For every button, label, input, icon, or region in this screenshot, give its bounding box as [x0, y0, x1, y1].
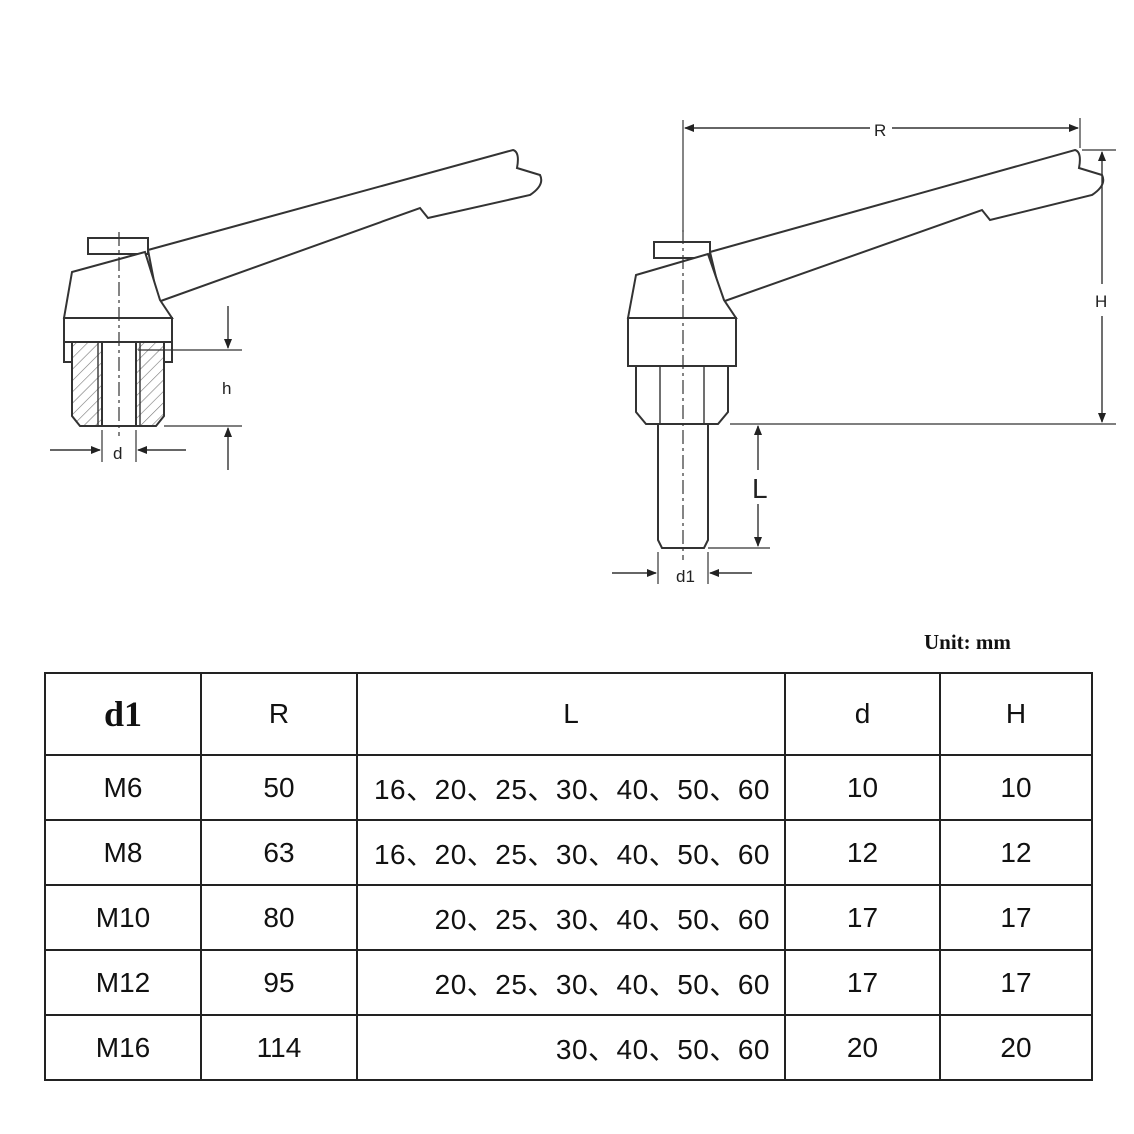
cell-L: 20、25、30、40、50、60 [356, 949, 786, 1016]
spec-table: d1 R L d H M6 50 16、20、25、30、40、50、60 10… [44, 672, 1093, 1081]
header-L: L [356, 672, 786, 756]
cell-L: 16、20、25、30、40、50、60 [356, 754, 786, 821]
dimension-label-d1: d1 [676, 567, 695, 586]
cell-H: 17 [939, 949, 1093, 1016]
header-R: R [200, 672, 358, 756]
cell-R: 80 [200, 884, 358, 951]
cell-d1: M8 [44, 819, 202, 886]
cell-d1: M6 [44, 754, 202, 821]
cell-L: 16、20、25、30、40、50、60 [356, 819, 786, 886]
cell-d: 17 [784, 884, 941, 951]
dimension-label-L: L [752, 473, 768, 504]
table-row: M12 95 20、25、30、40、50、60 17 17 [44, 949, 1093, 1016]
header-d: d [784, 672, 941, 756]
table-row: M10 80 20、25、30、40、50、60 17 17 [44, 884, 1093, 951]
cell-L: 20、25、30、40、50、60 [356, 884, 786, 951]
cell-d: 10 [784, 754, 941, 821]
cell-H: 12 [939, 819, 1093, 886]
cell-R: 50 [200, 754, 358, 821]
cell-d1: M16 [44, 1014, 202, 1081]
table-header-row: d1 R L d H [44, 672, 1093, 756]
dimension-label-h: h [222, 379, 231, 398]
dimension-label-d: d [113, 444, 122, 463]
dimension-label-R: R [874, 121, 886, 140]
cell-d: 17 [784, 949, 941, 1016]
header-d1: d1 [44, 672, 202, 756]
table-row: M6 50 16、20、25、30、40、50、60 10 10 [44, 754, 1093, 821]
cell-d: 12 [784, 819, 941, 886]
cell-H: 20 [939, 1014, 1093, 1081]
cell-R: 114 [200, 1014, 358, 1081]
female-handle-view [50, 148, 543, 470]
male-handle-view [612, 118, 1116, 584]
cell-R: 63 [200, 819, 358, 886]
dimension-label-H: H [1095, 292, 1107, 311]
cell-d1: M12 [44, 949, 202, 1016]
cell-H: 17 [939, 884, 1093, 951]
cell-d1: M10 [44, 884, 202, 951]
cell-H: 10 [939, 754, 1093, 821]
cell-d: 20 [784, 1014, 941, 1081]
technical-drawing: d h R H [50, 118, 1116, 586]
table-row: M8 63 16、20、25、30、40、50、60 12 12 [44, 819, 1093, 886]
cell-L: 30、40、50、60 [356, 1014, 786, 1081]
cell-R: 95 [200, 949, 358, 1016]
unit-label: Unit: mm [924, 630, 1011, 654]
table-row: M16 114 30、40、50、60 20 20 [44, 1014, 1093, 1081]
header-H: H [939, 672, 1093, 756]
